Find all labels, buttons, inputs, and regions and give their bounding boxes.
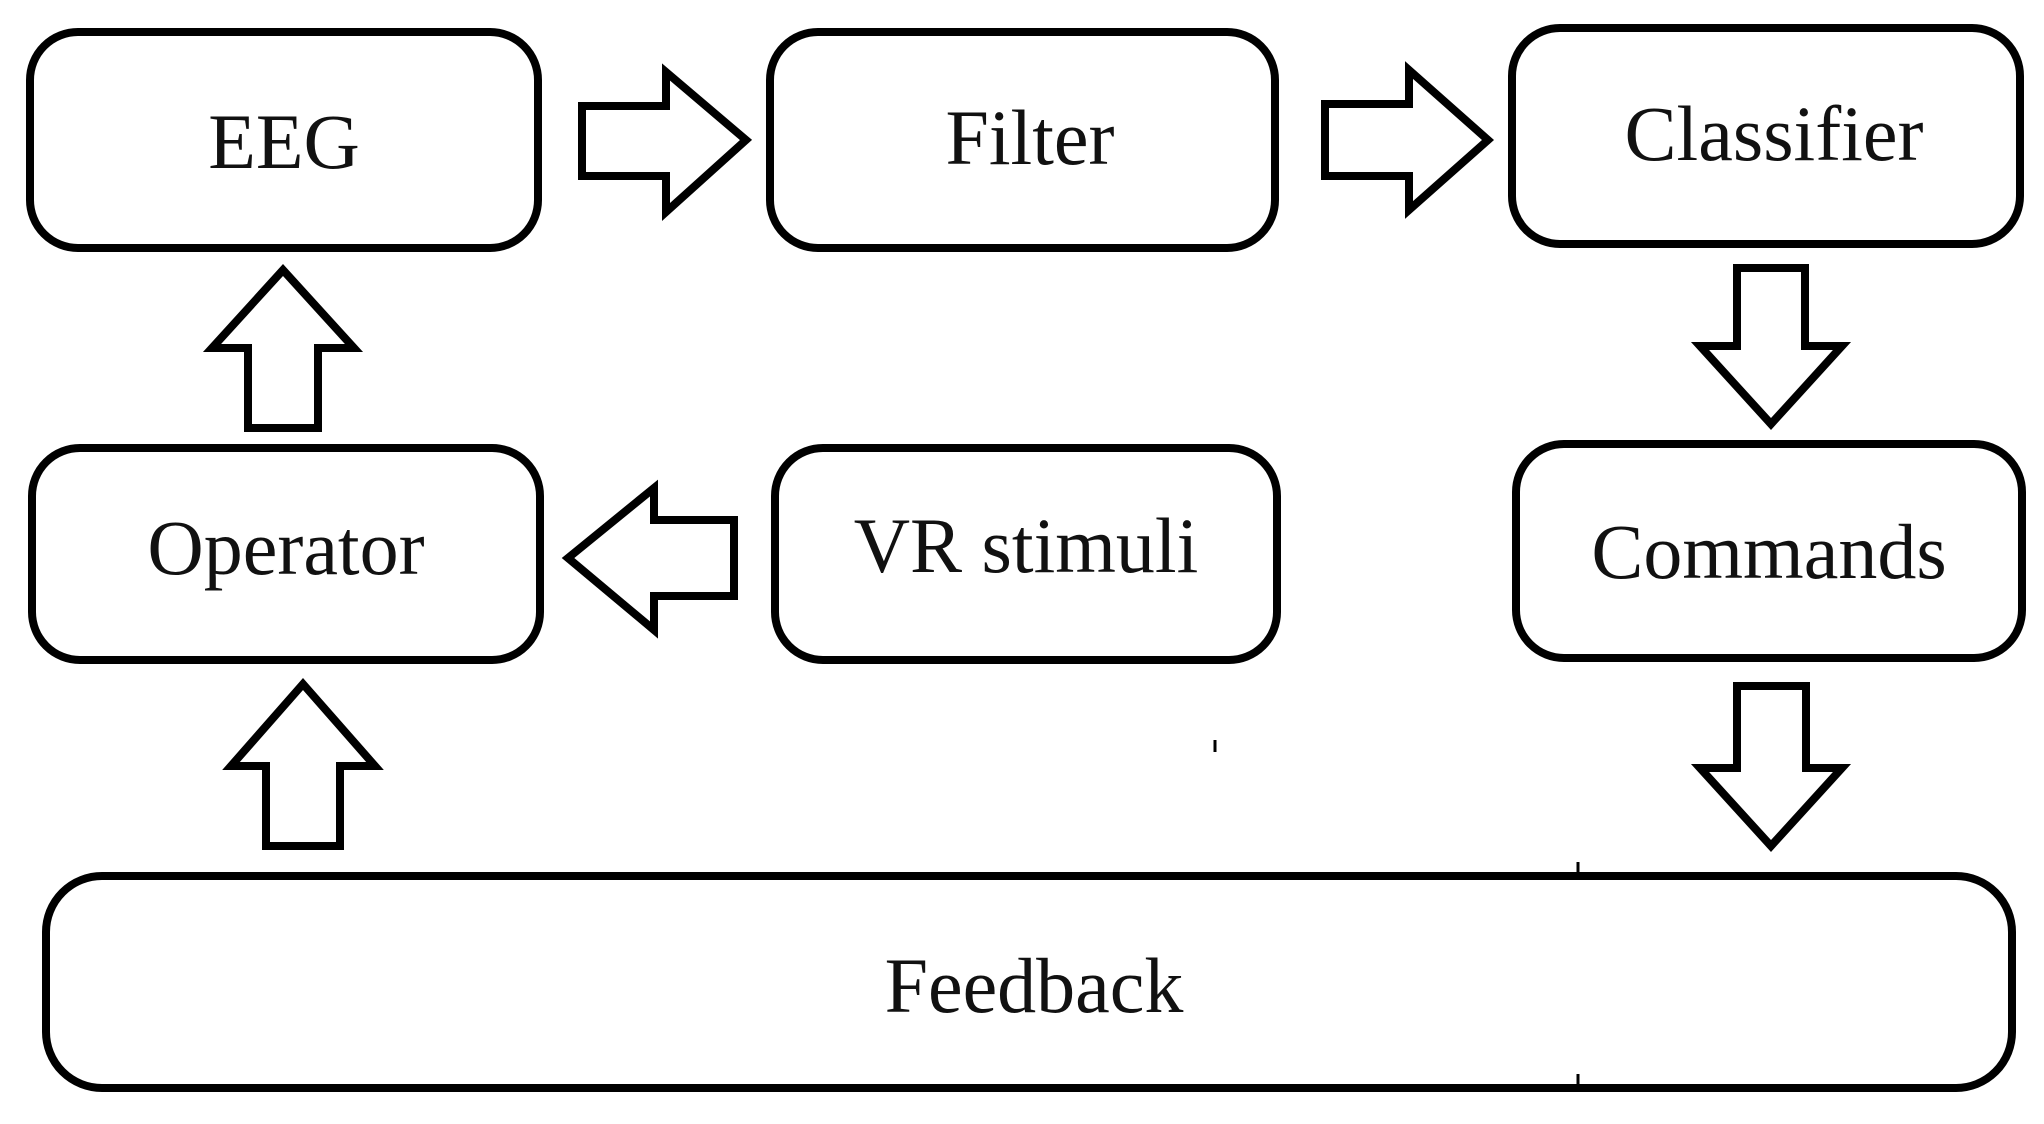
- node-feedback-label: Feedback: [885, 942, 1184, 1029]
- node-operator: Operator: [28, 444, 544, 664]
- arrow-down-icon: [1690, 682, 1852, 852]
- node-classifier-label: Classifier: [1625, 90, 1924, 177]
- node-commands: Commands: [1512, 440, 2026, 662]
- node-eeg-label: EEG: [208, 98, 360, 185]
- node-filter: Filter: [766, 28, 1279, 252]
- node-filter-label: Filter: [946, 94, 1115, 181]
- node-commands-label: Commands: [1591, 508, 1946, 595]
- node-vr-stimuli: VR stimuli: [771, 444, 1281, 664]
- arrow-right-icon: [578, 63, 753, 221]
- arrow-up-icon: [202, 264, 364, 432]
- node-feedback: Feedback: [42, 872, 2016, 1092]
- arrow-right-icon: [1321, 61, 1495, 219]
- node-classifier: Classifier: [1508, 24, 2024, 248]
- node-eeg: EEG: [26, 28, 542, 252]
- node-vr-stimuli-label: VR stimuli: [854, 502, 1199, 589]
- arrow-up-icon: [222, 677, 384, 850]
- arrow-down-icon: [1690, 264, 1852, 430]
- arrow-left-icon: [561, 479, 738, 639]
- node-operator-label: Operator: [147, 504, 424, 591]
